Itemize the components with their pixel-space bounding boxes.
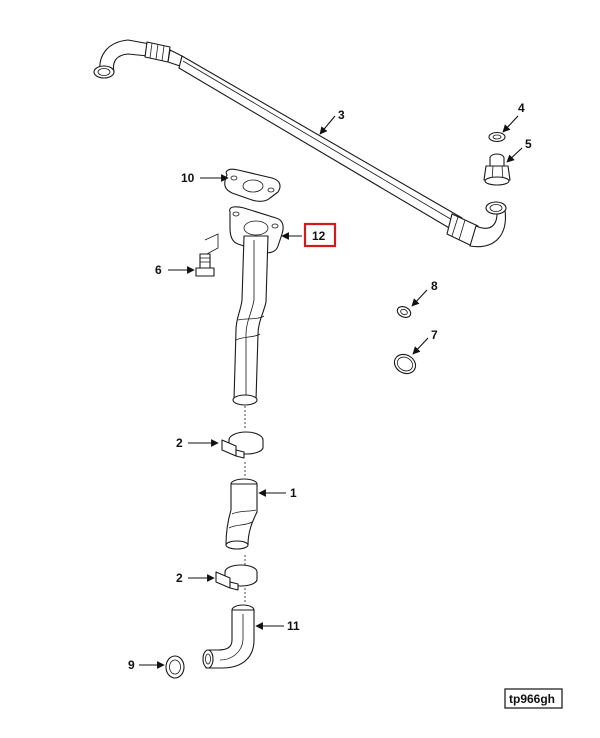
gasket-part-10 bbox=[224, 168, 281, 202]
callout-12[interactable]: 12 bbox=[312, 229, 326, 243]
callout-11[interactable]: 11 bbox=[287, 619, 300, 633]
seal-ring-part-9 bbox=[165, 655, 185, 679]
hose-clamp-part-2-upper bbox=[221, 431, 264, 459]
hose-part-1 bbox=[225, 478, 258, 550]
bolt-part-6 bbox=[195, 253, 215, 277]
callout-2-upper[interactable]: 2 bbox=[176, 436, 183, 450]
callout-2-lower[interactable]: 2 bbox=[176, 571, 183, 585]
callout-1[interactable]: 1 bbox=[290, 486, 297, 500]
hose-clamp-part-2-lower bbox=[215, 564, 258, 591]
elbow-tube-part-11 bbox=[202, 604, 255, 669]
callout-6[interactable]: 6 bbox=[155, 263, 162, 277]
figure-code-box bbox=[504, 688, 563, 709]
callout-10[interactable]: 10 bbox=[181, 171, 195, 185]
sealing-washer-part-4 bbox=[488, 131, 506, 143]
callout-7[interactable]: 7 bbox=[431, 328, 438, 342]
o-ring-part-8 bbox=[396, 306, 412, 318]
callout-8[interactable]: 8 bbox=[431, 279, 438, 293]
o-ring-part-7 bbox=[393, 353, 417, 375]
callout-9[interactable]: 9 bbox=[128, 658, 135, 672]
figure-code: tp966gh bbox=[509, 692, 555, 706]
callout-3[interactable]: 3 bbox=[338, 108, 345, 122]
callout-12-highlight-box bbox=[303, 222, 337, 248]
drain-tube-part-12 bbox=[204, 206, 284, 406]
callout-5[interactable]: 5 bbox=[525, 137, 532, 151]
callout-4[interactable]: 4 bbox=[518, 101, 525, 115]
adapter-fitting-part-5 bbox=[483, 153, 511, 186]
supply-tube-part-3 bbox=[93, 39, 507, 248]
